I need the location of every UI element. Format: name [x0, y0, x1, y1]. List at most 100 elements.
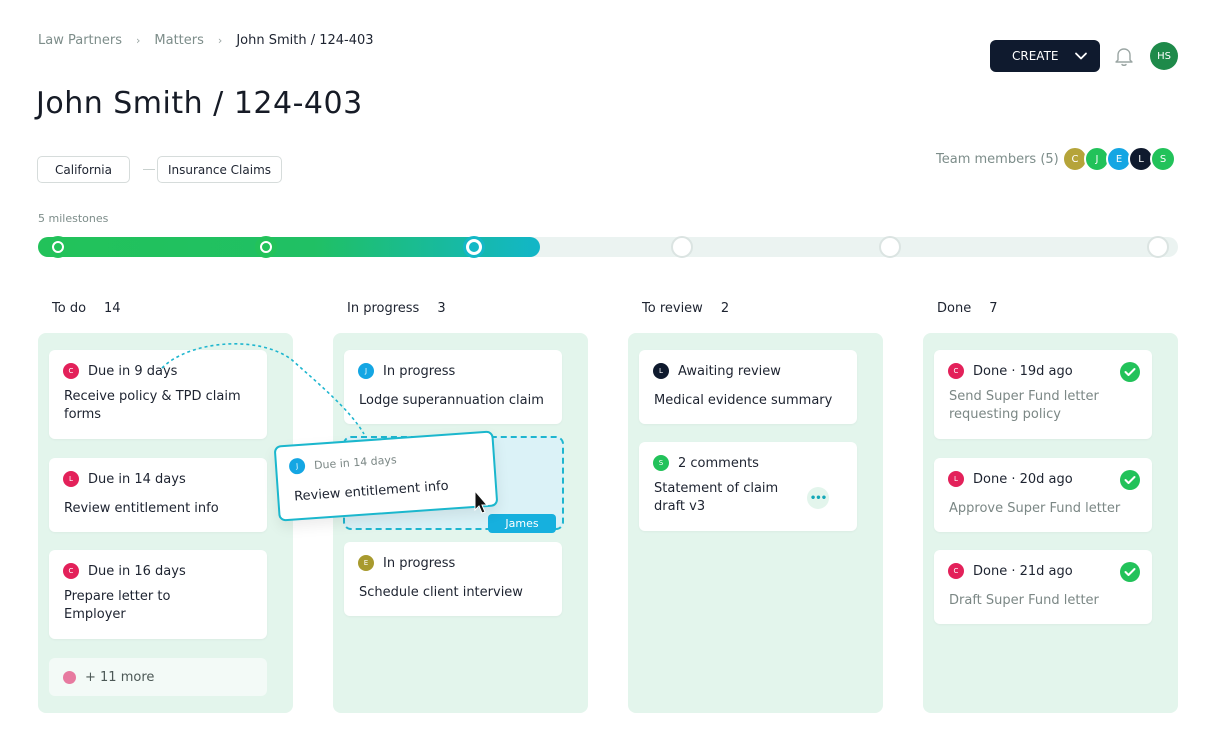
bell-icon[interactable] — [1112, 44, 1136, 68]
breadcrumb: Law Partners › Matters › John Smith / 12… — [38, 33, 374, 48]
card-title: Draft Super Fund letter — [949, 593, 1099, 608]
task-card[interactable]: C Due in 16 days Prepare letter to Emplo… — [49, 550, 267, 639]
assignee-avatar: C — [948, 563, 964, 579]
chevron-down-icon — [1075, 52, 1087, 60]
card-status: C Due in 16 days — [63, 563, 186, 579]
show-more-button[interactable]: + 11 more — [49, 658, 267, 696]
dragging-card[interactable]: J Due in 14 days Review entitlement info — [273, 430, 499, 522]
create-button[interactable]: CREATE — [990, 40, 1100, 72]
more-label: + 11 more — [85, 669, 155, 685]
team-avatar[interactable]: C — [1062, 146, 1088, 172]
card-title: Prepare letter to Employer — [64, 589, 171, 622]
task-card[interactable]: L Due in 14 days Review entitlement info — [49, 458, 267, 532]
card-status-text: 2 comments — [678, 455, 759, 471]
task-card[interactable]: L Done · 20d ago Approve Super Fund lett… — [934, 458, 1152, 532]
assignee-avatar: S — [653, 455, 669, 471]
drop-assignee-label: James — [488, 514, 556, 533]
task-card[interactable]: E In progress Schedule client interview — [344, 542, 562, 616]
breadcrumb-matters[interactable]: Matters — [154, 33, 204, 48]
card-status-text: Done · 20d ago — [973, 471, 1073, 487]
tag-category[interactable]: Insurance Claims — [157, 156, 282, 183]
assignee-avatar: J — [288, 457, 306, 475]
team-avatar[interactable]: S — [1150, 146, 1176, 172]
card-status: C Done · 19d ago — [948, 363, 1073, 379]
breadcrumb-current: John Smith / 124-403 — [236, 33, 374, 48]
card-status: C Due in 9 days — [63, 363, 177, 379]
card-status: L Due in 14 days — [63, 471, 186, 487]
task-card[interactable]: C Due in 9 days Receive policy & TPD cla… — [49, 350, 267, 439]
tag-location[interactable]: California — [37, 156, 130, 183]
card-status: S 2 comments — [653, 455, 759, 471]
card-status-text: Done · 21d ago — [973, 563, 1073, 579]
card-title: Review entitlement info — [293, 478, 450, 505]
card-title: Schedule client interview — [359, 585, 523, 600]
column-title: Done — [937, 301, 972, 316]
task-card[interactable]: J In progress Lodge superannuation claim — [344, 350, 562, 424]
milestone-progress-track — [38, 237, 1178, 257]
column-title: In progress — [347, 301, 420, 316]
card-title: Statement of claim draft v3 — [654, 481, 779, 514]
card-status-text: Due in 9 days — [88, 363, 178, 379]
assignee-avatar: C — [63, 563, 79, 579]
card-title: Send Super Fund letter requesting policy — [949, 389, 1099, 422]
column-title: To review — [642, 301, 703, 316]
milestone-marker-end[interactable] — [1147, 236, 1169, 258]
team-members-label: Team members (5) — [936, 152, 1059, 167]
card-status-text: In progress — [383, 555, 456, 571]
card-status: J Due in 14 days — [288, 451, 398, 475]
task-card[interactable]: C Done · 21d ago Draft Super Fund letter — [934, 550, 1152, 624]
card-status: L Done · 20d ago — [948, 471, 1073, 487]
milestone-marker[interactable] — [671, 236, 693, 258]
task-card[interactable]: C Done · 19d ago Send Super Fund letter … — [934, 350, 1152, 439]
assignee-avatar: C — [63, 363, 79, 379]
breadcrumb-separator: › — [217, 34, 223, 47]
milestone-marker-current[interactable] — [463, 236, 485, 258]
card-title: Review entitlement info — [64, 501, 219, 516]
card-status-text: Due in 14 days — [313, 452, 398, 472]
check-icon — [1120, 470, 1140, 490]
card-status: C Done · 21d ago — [948, 563, 1073, 579]
card-status-text: Done · 19d ago — [973, 363, 1073, 379]
card-status-text: Due in 14 days — [88, 471, 186, 487]
assignee-avatar: E — [358, 555, 374, 571]
more-options-icon[interactable]: ••• — [807, 487, 829, 509]
column-header-in-progress: In progress 3 — [347, 301, 446, 316]
assignee-avatar: L — [948, 471, 964, 487]
milestone-marker-start[interactable] — [47, 236, 69, 258]
milestone-marker[interactable] — [879, 236, 901, 258]
more-dot-icon — [63, 670, 76, 684]
milestone-progress-fill — [38, 237, 540, 257]
page-title: John Smith / 124-403 — [36, 86, 363, 121]
column-count: 3 — [437, 301, 446, 316]
card-title: Receive policy & TPD claim forms — [64, 389, 241, 422]
task-card[interactable]: S 2 comments Statement of claim draft v3… — [639, 442, 857, 531]
card-status-text: Awaiting review — [678, 363, 781, 379]
user-avatar[interactable]: HS — [1150, 42, 1178, 70]
breadcrumb-law-partners[interactable]: Law Partners — [38, 33, 122, 48]
team-avatar[interactable]: J — [1084, 146, 1110, 172]
assignee-avatar: J — [358, 363, 374, 379]
team-avatars[interactable]: C J E L S — [1062, 146, 1176, 172]
assignee-avatar: L — [653, 363, 669, 379]
column-count: 2 — [720, 301, 730, 316]
card-status: L Awaiting review — [653, 363, 781, 379]
card-status: E In progress — [358, 555, 455, 571]
card-title: Lodge superannuation claim — [359, 393, 544, 408]
tag-connector — [143, 169, 155, 170]
card-status: J In progress — [358, 363, 455, 379]
column-title: To do — [52, 301, 87, 316]
milestones-label: 5 milestones — [38, 212, 109, 225]
column-header-to-review: To review 2 — [642, 301, 729, 316]
create-label: CREATE — [1012, 49, 1059, 63]
breadcrumb-separator: › — [136, 34, 141, 47]
assignee-avatar: C — [948, 363, 964, 379]
column-count: 7 — [989, 301, 998, 316]
task-card[interactable]: L Awaiting review Medical evidence summa… — [639, 350, 857, 424]
card-title: Medical evidence summary — [654, 393, 833, 408]
assignee-avatar: L — [63, 471, 79, 487]
milestone-marker[interactable] — [255, 236, 277, 258]
check-icon — [1120, 562, 1140, 582]
card-status-text: In progress — [383, 363, 456, 379]
column-header-done: Done 7 — [937, 301, 997, 316]
column-header-todo: To do 14 — [52, 301, 121, 316]
